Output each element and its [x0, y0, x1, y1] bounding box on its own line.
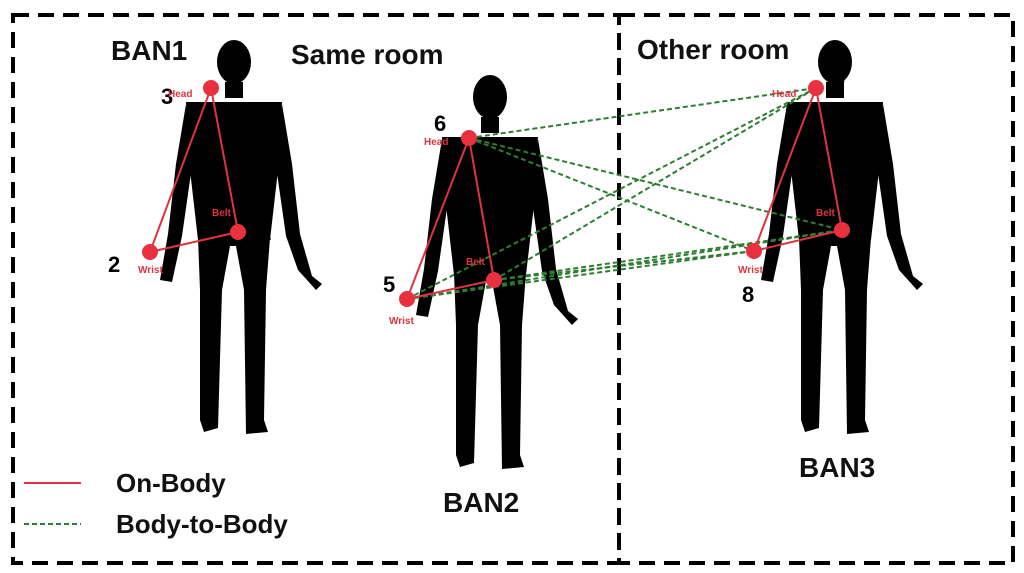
node-number: 7 [853, 218, 865, 243]
other-room-border [617, 13, 1015, 565]
body-to-body-link-4-8 [493, 250, 755, 281]
sensor-dot [834, 222, 850, 238]
node-number: 1 [259, 220, 271, 245]
body-to-body-link-6-8 [468, 137, 755, 252]
sensor-dot [461, 130, 477, 146]
body-to-body-link-4-7 [493, 229, 843, 281]
legend-on-body-label: On-Body [116, 468, 226, 498]
ban1-label: BAN1 [111, 35, 187, 66]
sensor-dot [230, 224, 246, 240]
sensor-dot [142, 244, 158, 260]
sensor-label: Head [168, 89, 192, 100]
node-number: 8 [742, 282, 754, 307]
ban2-label: BAN2 [443, 487, 519, 518]
other-room-title: Other room [637, 34, 789, 65]
body-to-body-link-4-9 [493, 87, 817, 281]
node-number: 5 [383, 272, 395, 297]
node-number: 3 [161, 84, 173, 109]
on-body-link-1-2 [149, 231, 239, 253]
sensor-label: Belt [212, 208, 232, 219]
on-body-link-7-8 [753, 229, 843, 252]
ban3-label: BAN3 [799, 452, 875, 483]
sensor-label: Wrist [138, 265, 163, 276]
on-body-link-5-6 [406, 137, 470, 300]
node-number: 4 [498, 298, 511, 323]
on-body-link-3-1 [210, 87, 239, 233]
sensor-dot [399, 291, 415, 307]
body-to-body-link-5-8 [406, 250, 755, 300]
sensor-label: Wrist [738, 265, 763, 276]
sensor-node-8: 8 Wrist [738, 243, 763, 307]
body-to-body-link-6-9 [468, 87, 817, 139]
same-room-title: Same room [291, 39, 444, 70]
body-to-body-links [406, 87, 843, 300]
sensor-label: Head [772, 89, 796, 100]
sensor-label: Head [424, 137, 448, 148]
sensor-node-1: 1 Belt [212, 208, 271, 245]
sensor-dot [486, 272, 502, 288]
on-body-links [149, 87, 843, 300]
sensor-dot [203, 80, 219, 96]
body-to-body-link-5-9 [406, 87, 817, 300]
sensor-dot [746, 243, 762, 259]
sensor-label: Belt [466, 257, 486, 268]
on-body-link-9-7 [815, 87, 843, 231]
node-number: 2 [108, 252, 120, 277]
legend-body-to-body-label: Body-to-Body [116, 509, 288, 539]
on-body-link-2-3 [149, 87, 212, 253]
on-body-link-8-9 [753, 87, 817, 252]
node-number: 6 [434, 111, 446, 136]
on-body-link-4-5 [406, 279, 495, 300]
on-body-link-6-4 [468, 137, 495, 281]
sensor-node-7: 7 Belt [816, 208, 865, 243]
sensor-label: Belt [816, 208, 836, 219]
sensor-dot [808, 80, 824, 96]
sensor-node-4: 4 Belt [466, 257, 511, 323]
sensor-label: Wrist [389, 316, 414, 327]
node-number: 9 [833, 67, 845, 92]
